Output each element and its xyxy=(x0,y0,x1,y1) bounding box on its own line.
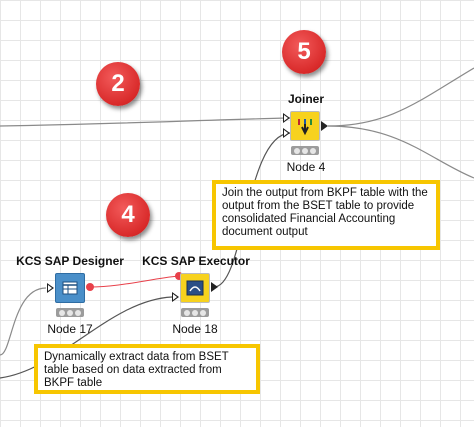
joiner-node-label[interactable]: Node 4 xyxy=(286,160,326,174)
executor-node[interactable] xyxy=(180,273,210,303)
connection-into-designer xyxy=(0,287,47,356)
executor-output-port[interactable] xyxy=(211,282,218,292)
joiner-output-port[interactable] xyxy=(321,121,328,131)
joiner-icon xyxy=(298,119,312,136)
connection-to-joiner-top xyxy=(0,117,291,127)
designer-flow-variable-port[interactable] xyxy=(86,283,94,291)
designer-input-port[interactable] xyxy=(47,283,54,293)
designer-node-label[interactable]: Node 17 xyxy=(47,322,93,336)
joiner-node-title: Joiner xyxy=(287,92,324,106)
joiner-input-port-bottom[interactable] xyxy=(283,128,290,138)
designer-node[interactable] xyxy=(55,273,85,303)
joiner-node[interactable] xyxy=(290,111,320,141)
executor-node-title: KCS SAP Executor xyxy=(142,254,250,268)
executor-input-port[interactable] xyxy=(172,292,179,302)
sap-executor-icon xyxy=(186,280,204,296)
joiner-input-port-top[interactable] xyxy=(283,113,290,123)
executor-annotation[interactable]: Dynamically extract data from BSET table… xyxy=(34,344,260,394)
step-badge-2: 2 xyxy=(96,62,140,106)
joiner-status-indicator xyxy=(291,146,319,155)
executor-flow-variable-port[interactable] xyxy=(175,272,183,280)
connection-joiner-out-1 xyxy=(327,67,474,127)
flow-variable-connection xyxy=(89,275,179,288)
joiner-annotation[interactable]: Join the output from BKPF table with the… xyxy=(212,180,440,250)
step-badge-4: 4 xyxy=(106,193,150,237)
connection-into-executor xyxy=(0,296,173,379)
designer-status-indicator xyxy=(56,308,84,317)
executor-status-indicator xyxy=(181,308,209,317)
connection-joiner-out-2 xyxy=(327,125,474,179)
step-badge-5: 5 xyxy=(282,30,326,74)
designer-node-title: KCS SAP Designer xyxy=(16,254,124,268)
executor-node-label[interactable]: Node 18 xyxy=(172,322,218,336)
table-icon xyxy=(62,281,78,295)
